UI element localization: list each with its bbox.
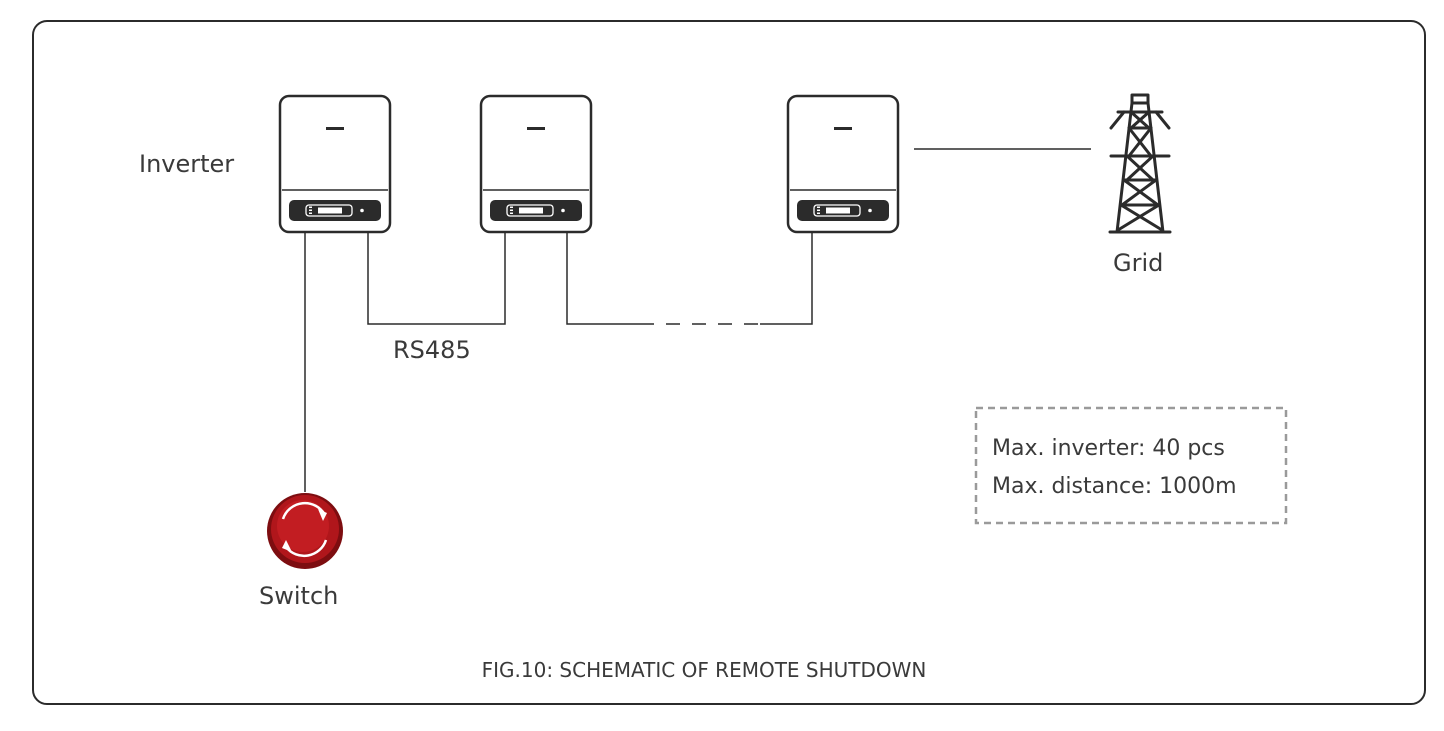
emergency-stop-switch-icon xyxy=(267,493,343,569)
transmission-tower-icon xyxy=(1108,93,1172,234)
inverter-icon-1 xyxy=(278,94,392,234)
diagram-frame xyxy=(32,20,1426,705)
max-distance-text: Max. distance: 1000m xyxy=(992,474,1237,499)
limits-box xyxy=(974,406,1288,525)
rs485-label: RS485 xyxy=(393,336,471,364)
inverter-icon-3 xyxy=(786,94,900,234)
switch-label: Switch xyxy=(259,582,338,610)
grid-label: Grid xyxy=(1113,249,1163,277)
max-inverter-text: Max. inverter: 40 pcs xyxy=(992,436,1225,461)
figure-caption: FIG.10: SCHEMATIC OF REMOTE SHUTDOWN xyxy=(482,658,927,682)
rs485-wiring xyxy=(367,232,813,325)
inverter-label: Inverter xyxy=(139,150,234,178)
inverter-icon-2 xyxy=(479,94,593,234)
